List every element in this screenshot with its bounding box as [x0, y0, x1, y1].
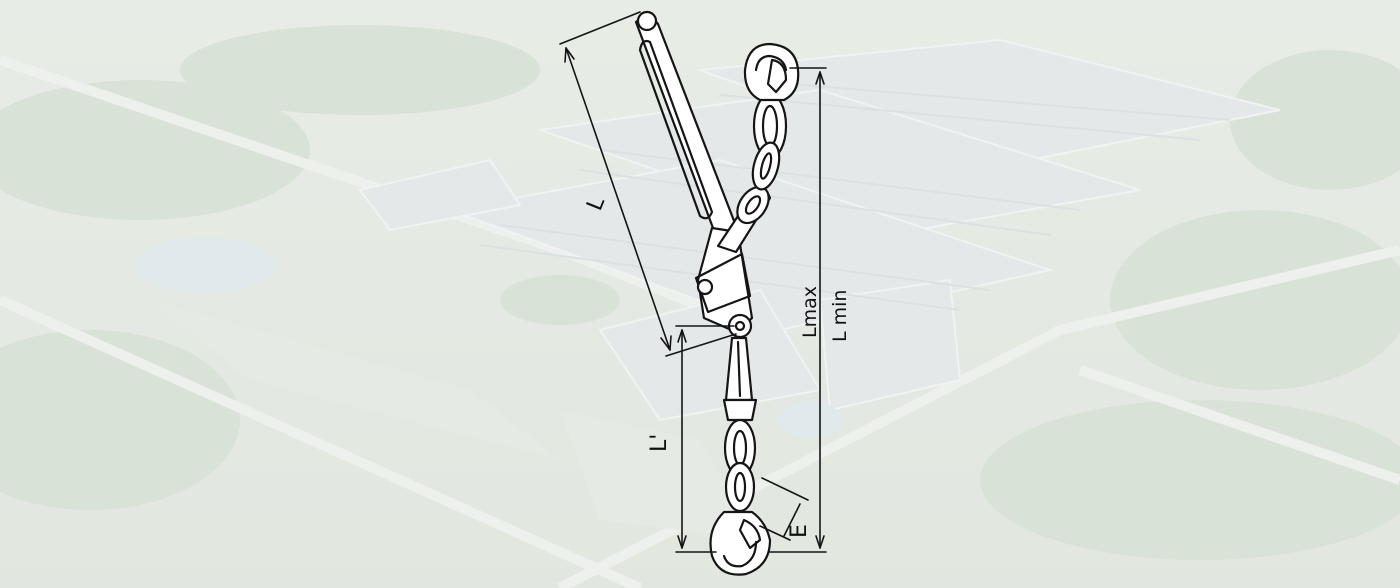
label-l-handle: L — [582, 193, 610, 214]
lower-grab-hook — [709, 510, 772, 576]
binder-body — [694, 226, 754, 339]
binder-handle — [634, 10, 738, 238]
dimension-e-opening — [759, 477, 809, 541]
dimension-l-prime — [675, 325, 735, 553]
dimension-l-overall — [769, 67, 827, 553]
label-e-opening: E — [787, 524, 812, 538]
lower-rod — [722, 336, 758, 422]
upper-grab-hook — [743, 42, 800, 102]
dimension-l-handle — [559, 11, 737, 357]
upper-chain — [751, 92, 788, 191]
label-length-max: Lmax — [799, 286, 821, 338]
lower-chain — [723, 418, 757, 513]
label-length-min: L min — [829, 290, 851, 342]
label-l-prime: L' — [647, 434, 672, 452]
upper-link — [716, 185, 772, 254]
